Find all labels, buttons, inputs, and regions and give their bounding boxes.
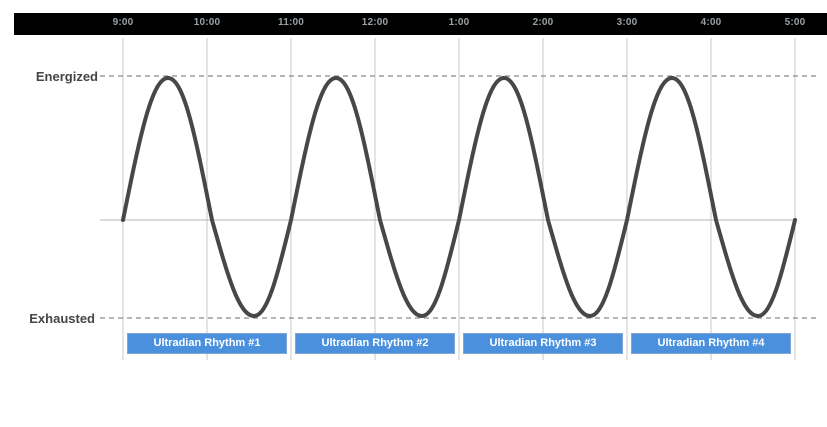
time-tick-label: 12:00 <box>361 17 389 28</box>
time-tick-label: 2:00 <box>532 17 554 28</box>
time-tick-label: 3:00 <box>616 17 638 28</box>
energy-wave <box>121 76 797 318</box>
time-axis-bar: 9:00 10:00 11:00 12:00 1:00 2:00 3:00 4:00 5:00 <box>14 13 827 35</box>
time-tick-label: 5:00 <box>784 17 806 28</box>
rhythm-box-3: Ultradian Rhythm #3 <box>463 333 623 354</box>
rhythm-box-2: Ultradian Rhythm #2 <box>295 333 455 354</box>
energized-axis-label: Energized <box>35 69 98 84</box>
rhythm-box-4: Ultradian Rhythm #4 <box>631 333 791 354</box>
rhythm-box-1: Ultradian Rhythm #1 <box>127 333 287 354</box>
time-tick-label: 9:00 <box>112 17 134 28</box>
time-tick-label: 11:00 <box>277 17 305 28</box>
time-tick-label: 1:00 <box>448 17 470 28</box>
time-tick-label: 4:00 <box>700 17 722 28</box>
exhausted-axis-label: Exhausted <box>29 311 95 326</box>
time-tick-label: 10:00 <box>193 17 221 28</box>
